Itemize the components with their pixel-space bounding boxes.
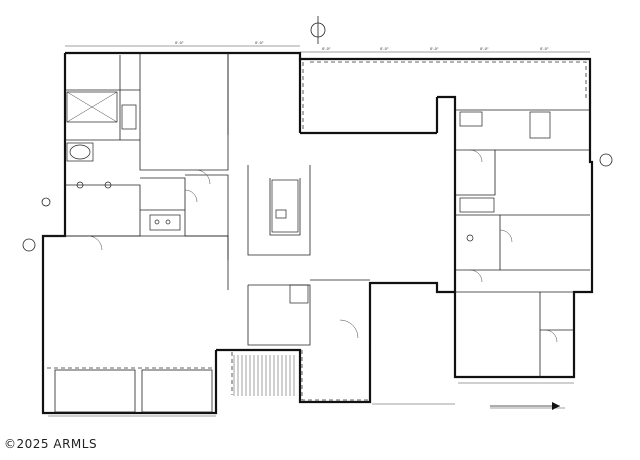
watermark: ©2025 ARMLS <box>4 437 98 451</box>
exterior-walls <box>41 51 594 415</box>
svg-text:0'-0": 0'-0" <box>380 47 389 51</box>
garage-doors <box>54 369 213 413</box>
interior-walls <box>43 53 590 377</box>
svg-text:0'-0": 0'-0" <box>480 47 489 51</box>
stair-hatch <box>233 355 295 396</box>
svg-text:0'-0": 0'-0" <box>255 41 264 45</box>
svg-text:0'-0": 0'-0" <box>540 47 549 51</box>
door-swings <box>87 149 558 343</box>
svg-text:0'-0": 0'-0" <box>430 47 439 51</box>
dimension-lines: 0'-0" 0'-0" 0'-0" 0'-0" 0'-0" 0'-0" 0'-0… <box>48 41 590 417</box>
north-arrow <box>490 402 560 410</box>
fixtures <box>66 91 551 304</box>
dashed-outlines <box>47 61 587 401</box>
svg-text:0'-0": 0'-0" <box>175 41 184 45</box>
section-markers <box>22 16 613 252</box>
svg-text:0'-0": 0'-0" <box>322 47 331 51</box>
